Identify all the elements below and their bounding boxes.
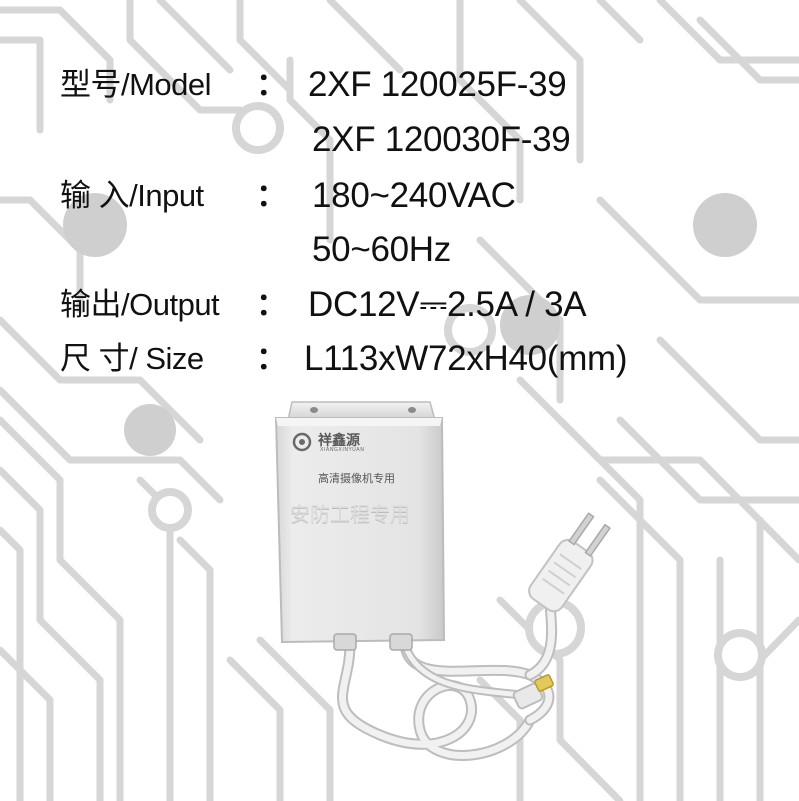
spec-value-model-2: 2XF 120030F-39	[312, 120, 571, 159]
spec-value-model-1: 2XF 120025F-39	[308, 65, 567, 104]
spec-colon: ：	[256, 67, 287, 102]
spec-colon: ：	[256, 287, 287, 322]
spec-value-input-frequency: 50~60Hz	[312, 230, 451, 269]
spec-value-input-voltage: 180~240VAC	[312, 176, 516, 215]
spec-label-size: 尺 寸/ Size	[60, 341, 204, 376]
specification-list: 型号/Model ： 2XF 120025F-39 2XF 120030F-39…	[0, 0, 799, 400]
spec-value-output: DC12V⎓2.5A / 3A	[308, 285, 587, 324]
spec-label-output: 输出/Output	[60, 287, 220, 322]
spec-colon: ：	[256, 341, 287, 376]
spec-label-model: 型号/Model	[60, 67, 212, 102]
spec-label-input: 输 入/Input	[60, 178, 204, 213]
device-brand-name: 祥鑫源	[318, 433, 360, 449]
spec-colon: ：	[256, 178, 287, 213]
device-brand-pinyin: XIANGXINYUAN	[320, 447, 365, 453]
device-embossed-text: 安防工程专用	[290, 502, 410, 526]
power-adapter-illustration	[274, 401, 611, 761]
device-subtitle: 高清摄像机专用	[318, 472, 395, 485]
spec-value-size: L113xW72xH40(mm)	[304, 339, 628, 378]
